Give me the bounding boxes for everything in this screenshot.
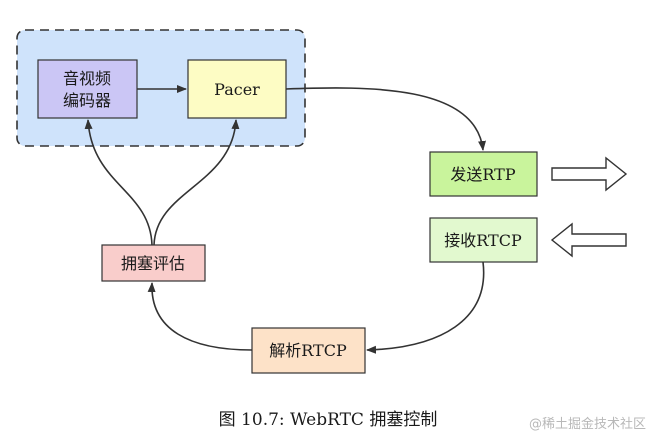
congestion-eval-label: 拥塞评估 <box>121 254 185 273</box>
encoder-label-line1: 音视频 <box>63 69 111 88</box>
pacer-label: Pacer <box>214 80 260 99</box>
send-rtp-label: 发送RTP <box>450 165 515 184</box>
congestion-eval-node: 拥塞评估 <box>101 244 206 282</box>
parse-rtcp-label: 解析RTCP <box>269 341 347 360</box>
outgoing-arrow-icon <box>551 156 628 192</box>
send-rtp-node: 发送RTP <box>429 151 538 197</box>
receive-rtcp-label: 接收RTCP <box>444 231 522 250</box>
watermark: @稀土掘金技术社区 <box>528 417 646 432</box>
congestion-control-diagram: 音视频 编码器 Pacer 发送RTP 接收RTCP 解析RTCP 拥塞评估 <box>16 29 628 374</box>
parse-rtcp-node: 解析RTCP <box>251 327 366 374</box>
edge-pacer-to-send-rtp <box>285 87 486 151</box>
incoming-arrow-icon <box>550 222 627 258</box>
edge-congestion-eval-to-encoder <box>84 119 153 246</box>
edge-congestion-eval-to-pacer <box>153 119 240 246</box>
receive-rtcp-node: 接收RTCP <box>429 217 538 263</box>
figure-caption: 图 10.7: WebRTC 拥塞控制 <box>218 410 438 430</box>
encoder-label-line2: 编码器 <box>63 91 111 110</box>
edge-parse-rtcp-to-congestion-eval <box>147 282 253 351</box>
pacer-node: Pacer <box>187 59 287 119</box>
encoder-node: 音视频 编码器 <box>37 59 138 119</box>
edge-receive-rtcp-to-parse-rtcp <box>366 261 485 354</box>
